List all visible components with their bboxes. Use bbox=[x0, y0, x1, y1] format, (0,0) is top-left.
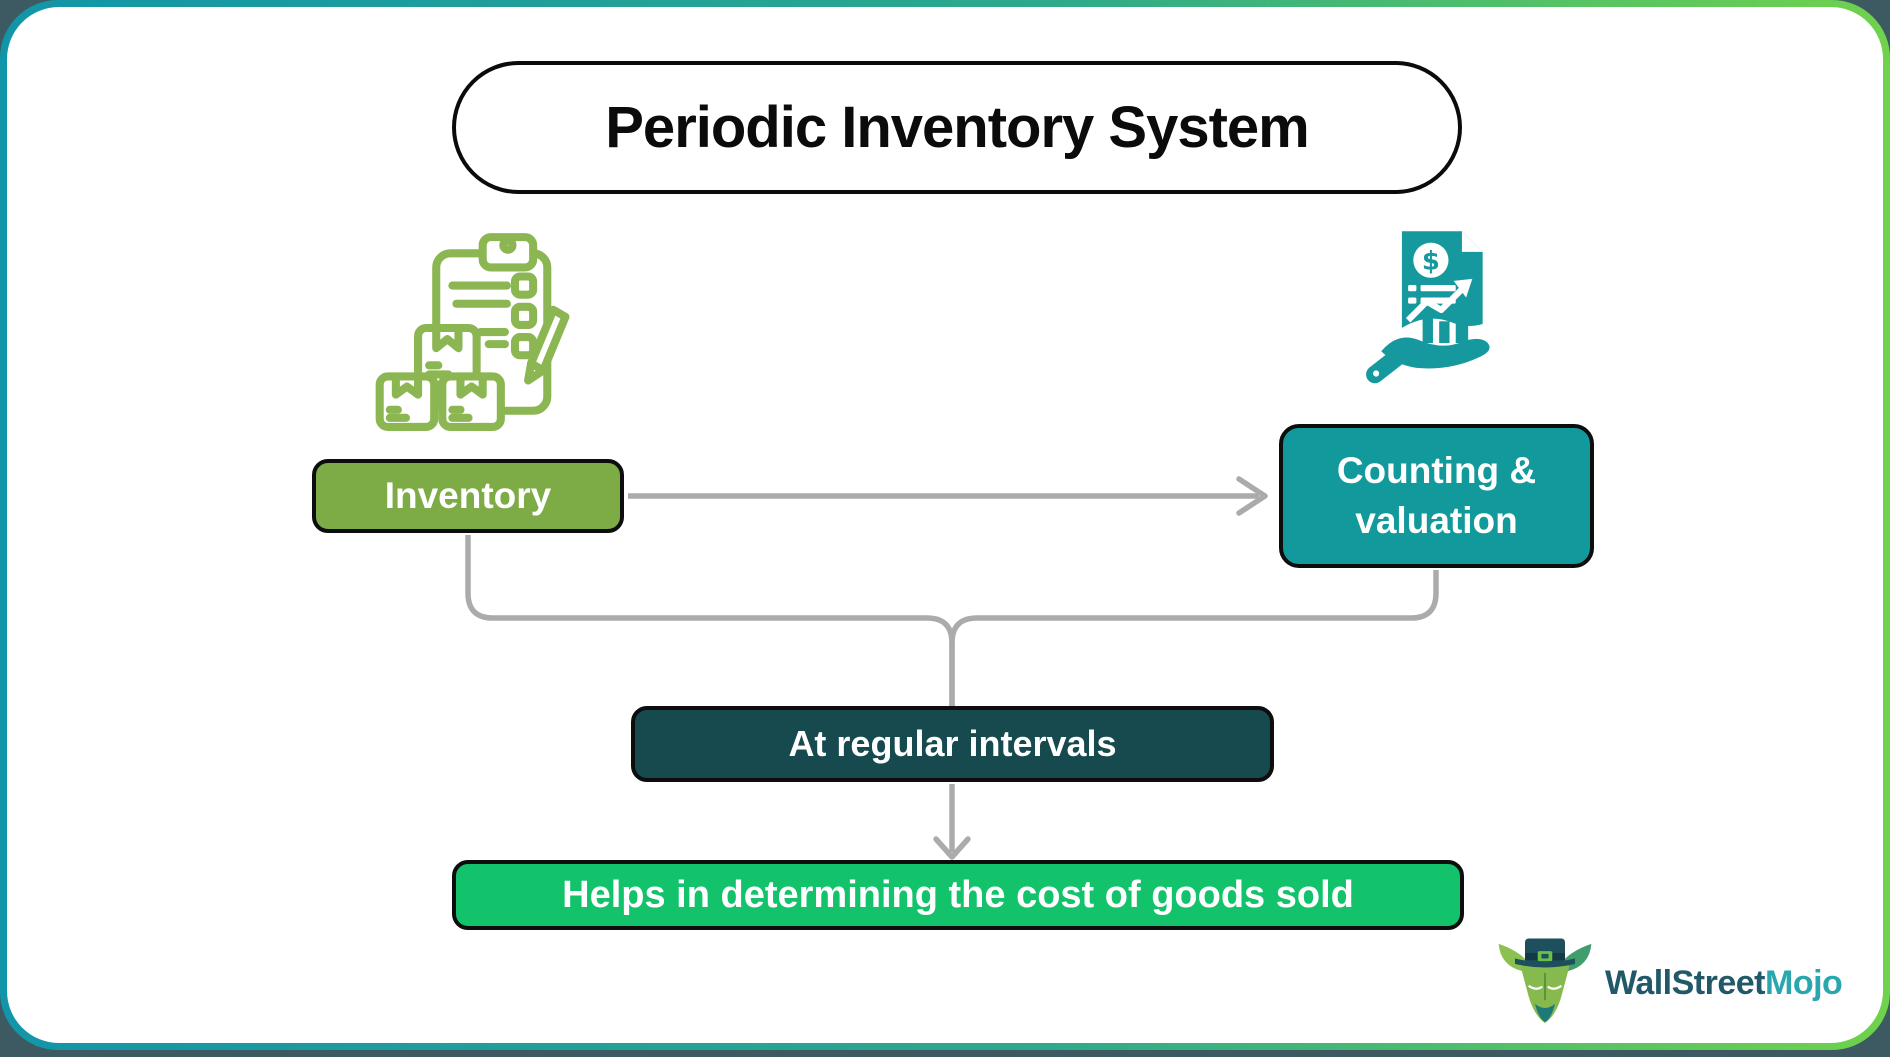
svg-text:$: $ bbox=[1422, 247, 1440, 277]
node-counting-valuation: Counting & valuation bbox=[1279, 424, 1594, 568]
title-pill: Periodic Inventory System bbox=[452, 61, 1462, 194]
page-title: Periodic Inventory System bbox=[605, 95, 1309, 160]
brand-name-wallstreet: WallStreet bbox=[1605, 963, 1766, 1002]
brand-name: WallStreetMojo bbox=[1605, 963, 1843, 1003]
node-at-regular-intervals-label: At regular intervals bbox=[788, 723, 1117, 764]
node-cost-of-goods-sold: Helps in determining the cost of goods s… bbox=[452, 860, 1464, 930]
node-cost-of-goods-sold-label: Helps in determining the cost of goods s… bbox=[562, 873, 1354, 916]
node-counting-valuation-label: Counting & valuation bbox=[1336, 450, 1537, 541]
inventory-checklist-boxes-icon bbox=[375, 233, 570, 431]
edge-inventory-intervals bbox=[465, 535, 955, 706]
node-inventory-label: Inventory bbox=[384, 475, 552, 516]
node-at-regular-intervals: At regular intervals bbox=[631, 706, 1274, 782]
arrowhead-right-icon bbox=[1236, 476, 1268, 516]
brand-name-mojo: Mojo bbox=[1765, 963, 1843, 1002]
diagram-canvas: Periodic Inventory System bbox=[7, 7, 1883, 1043]
wallstreetmojo-bull-icon bbox=[1498, 938, 1592, 1023]
hand-financial-report-icon: $ bbox=[1366, 231, 1490, 384]
node-inventory: Inventory bbox=[312, 459, 624, 533]
arrowhead-down-icon bbox=[933, 836, 971, 860]
edge-counting-intervals bbox=[949, 570, 1439, 706]
brand-logo: WallStreetMojo bbox=[1495, 929, 1843, 1037]
